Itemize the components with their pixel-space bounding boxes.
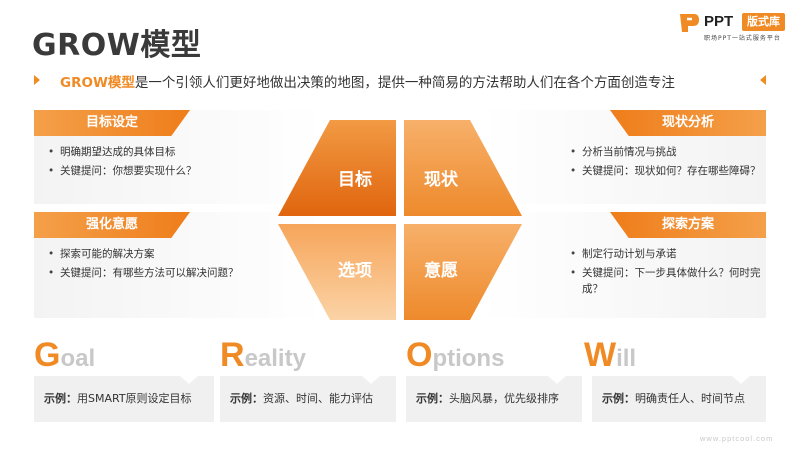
panel-will-header: 探索方案 (610, 212, 766, 238)
word-reality: Reality (220, 336, 306, 374)
logo-brand-text: PPT (704, 13, 734, 30)
panel-will-list: 制定行动计划与承诺 关键提问：下一步具体做什么？何时完成？ (570, 246, 770, 300)
list-item: 关键提问：下一步具体做什么？何时完成？ (570, 265, 770, 297)
panel-options-header: 强化意愿 (34, 212, 190, 238)
panel-will: 探索方案 制定行动计划与承诺 关键提问：下一步具体做什么？何时完成？ (480, 212, 766, 318)
example-options: 示例：头脑风暴，优先级排序 (406, 376, 582, 422)
quadrant-will-label: 意愿 (424, 261, 458, 281)
subtitle: GROW模型是一个引领人们更好地做出决策的地图，提供一种简易的方法帮助人们在各个… (60, 71, 675, 91)
panel-goal-header: 目标设定 (34, 110, 190, 136)
word-options: Options (406, 336, 505, 374)
subtitle-text: 是一个引领人们更好地做出决策的地图，提供一种简易的方法帮助人们在各个方面创造专注 (134, 75, 675, 91)
panel-reality-list: 分析当前情况与挑战 关键提问：现状如何？存在哪些障碍？ (570, 144, 770, 182)
notch-icon (180, 376, 198, 384)
example-reality: 示例：资源、时间、能力评估 (220, 376, 396, 422)
logo-slogan: 职场PPT一站式服务平台 (704, 35, 781, 42)
list-item: 分析当前情况与挑战 (570, 144, 770, 160)
list-item: 明确期望达成的具体目标 (48, 144, 268, 160)
quadrant-reality-label: 现状 (424, 170, 458, 190)
list-item: 关键提问：你想要实现什么？ (48, 163, 268, 179)
subtitle-highlight: GROW模型 (60, 75, 135, 91)
example-will: 示例：明确责任人、时间节点 (592, 376, 766, 422)
word-goal: Goal (34, 336, 96, 374)
panel-goal: 目标设定 明确期望达成的具体目标 关键提问：你想要实现什么？ (34, 110, 324, 204)
brand-logo: PPT 版式库 职场PPT一站式服务平台 (678, 8, 794, 44)
triangle-left-icon (760, 75, 766, 85)
example-goal: 示例：用SMART原则设定目标 (34, 376, 214, 422)
panel-reality-header: 现状分析 (610, 110, 766, 136)
site-url: www.pptcool.com (700, 434, 774, 443)
word-will: Will (584, 336, 637, 374)
panel-options: 强化意愿 探索可能的解决方案 关键提问：有哪些方法可以解决问题？ (34, 212, 324, 318)
subtitle-row: GROW模型是一个引领人们更好地做出决策的地图，提供一种简易的方法帮助人们在各个… (0, 70, 800, 92)
panel-goal-list: 明确期望达成的具体目标 关键提问：你想要实现什么？ (48, 144, 268, 182)
logo-mark-icon (680, 14, 699, 32)
list-item: 探索可能的解决方案 (48, 246, 268, 262)
notch-icon (362, 376, 380, 384)
logo-badge: 版式库 (742, 13, 785, 31)
notch-icon (548, 376, 566, 384)
list-item: 关键提问：现状如何？存在哪些障碍？ (570, 163, 770, 179)
panel-options-list: 探索可能的解决方案 关键提问：有哪些方法可以解决问题？ (48, 246, 268, 284)
page-title: GROW模型 (32, 28, 202, 63)
list-item: 制定行动计划与承诺 (570, 246, 770, 262)
quadrant-goal-label: 目标 (338, 170, 372, 190)
panel-reality: 现状分析 分析当前情况与挑战 关键提问：现状如何？存在哪些障碍？ (480, 110, 766, 204)
triangle-right-icon (34, 75, 40, 85)
quadrant-options-label: 选项 (338, 261, 372, 281)
list-item: 关键提问：有哪些方法可以解决问题？ (48, 265, 268, 281)
notch-icon (732, 376, 750, 384)
